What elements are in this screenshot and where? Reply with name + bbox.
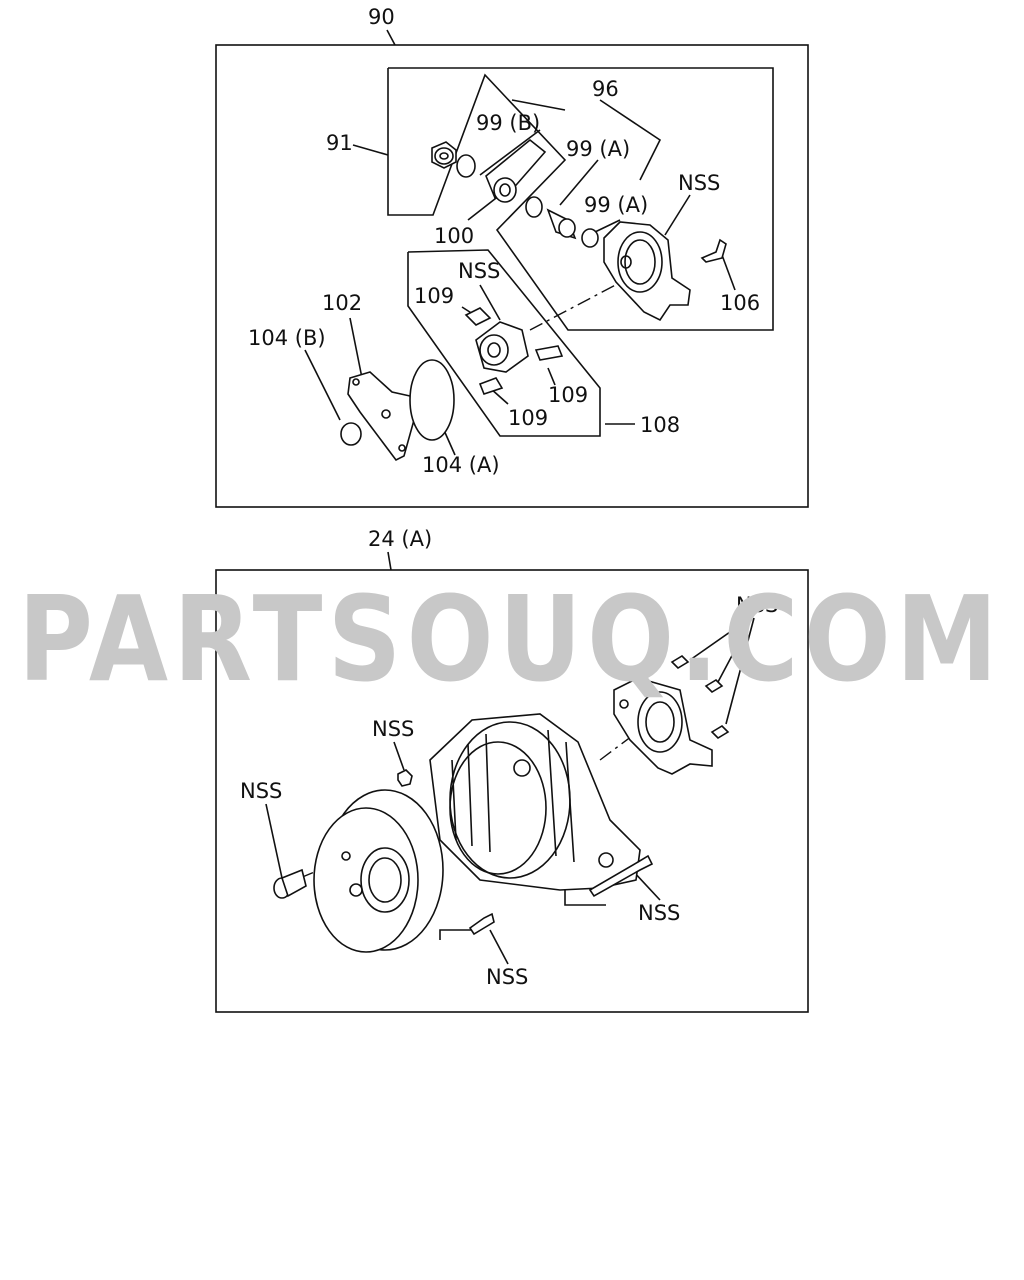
label-109-1: 109 bbox=[414, 284, 454, 308]
label-108: 108 bbox=[640, 413, 680, 437]
label-102: 102 bbox=[322, 291, 362, 315]
label-109-2: 109 bbox=[548, 383, 588, 407]
subassembly-outline-108 bbox=[407, 249, 601, 437]
brush-109-2 bbox=[534, 345, 564, 361]
ref-label-24a: 24 (A) bbox=[368, 527, 432, 551]
label-91: 91 bbox=[326, 131, 353, 155]
rear-cover-nss bbox=[613, 677, 713, 775]
oring-104b bbox=[340, 422, 362, 446]
label-100: 100 bbox=[434, 224, 474, 248]
oring-99a-1 bbox=[525, 196, 543, 218]
label-nss-7: NSS bbox=[486, 965, 528, 989]
label-nss-1: NSS bbox=[678, 171, 720, 195]
label-109-3: 109 bbox=[508, 406, 548, 430]
screw-nss-c bbox=[710, 724, 730, 740]
short-bolt-nss bbox=[468, 912, 495, 936]
label-nss-2: NSS bbox=[458, 259, 500, 283]
regulator-108 bbox=[475, 321, 529, 373]
bolt-91 bbox=[431, 141, 457, 169]
lower-assembly-panel: 24 (A) bbox=[215, 527, 809, 1013]
upper-assembly-panel: 90 bbox=[215, 5, 809, 508]
screw-nss-b bbox=[704, 678, 724, 694]
rear-housing bbox=[429, 713, 641, 891]
ref-label-90: 90 bbox=[368, 5, 395, 29]
label-96: 96 bbox=[592, 77, 619, 101]
label-99a-1: 99 (A) bbox=[566, 137, 630, 161]
fitting-part bbox=[546, 208, 577, 240]
screw-nss-a bbox=[670, 654, 690, 670]
oring-99b bbox=[456, 154, 476, 178]
label-nss-3: NSS bbox=[736, 593, 778, 617]
label-99b: 99 (B) bbox=[476, 111, 540, 135]
stud-nss bbox=[273, 868, 307, 899]
subassembly-outline-91 bbox=[387, 67, 774, 331]
bracket-100 bbox=[485, 138, 547, 203]
oring-99a-2 bbox=[581, 228, 599, 248]
label-104a: 104 (A) bbox=[422, 453, 500, 477]
bolt-106 bbox=[700, 238, 727, 263]
label-106: 106 bbox=[720, 291, 760, 315]
label-104b: 104 (B) bbox=[248, 326, 326, 350]
brush-109-3 bbox=[478, 377, 504, 395]
housing-nss-upper bbox=[603, 221, 691, 322]
long-bolt-nss bbox=[588, 854, 654, 898]
nut-nss bbox=[397, 769, 413, 787]
label-nss-5: NSS bbox=[240, 779, 282, 803]
label-nss-4: NSS bbox=[372, 717, 414, 741]
cover-102 bbox=[347, 371, 415, 462]
watermark-text: PARTSOUQ.COM bbox=[18, 570, 1003, 708]
brush-109-1 bbox=[464, 307, 492, 326]
oring-104a bbox=[409, 359, 455, 441]
label-nss-6: NSS bbox=[638, 901, 680, 925]
label-99a-2: 99 (A) bbox=[584, 193, 648, 217]
front-housing bbox=[313, 789, 444, 953]
